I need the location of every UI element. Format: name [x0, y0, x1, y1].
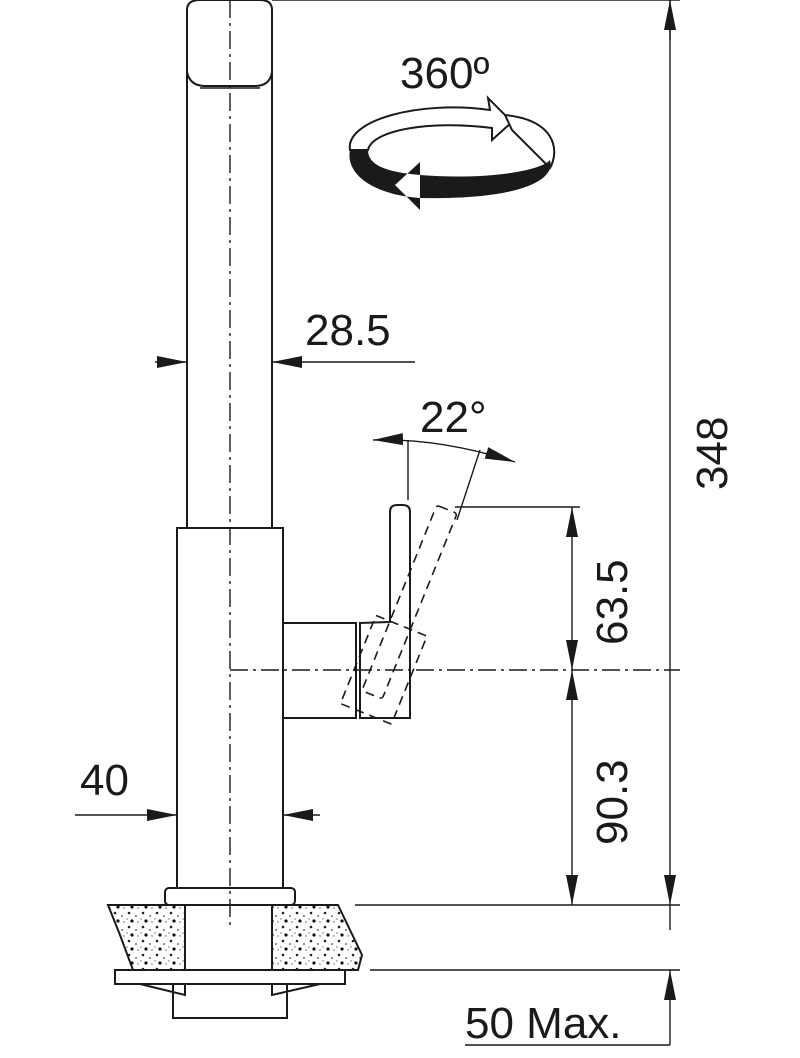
extension-lines — [272, 0, 680, 1046]
countertop — [106, 904, 364, 1019]
lever-handle — [282, 504, 458, 726]
rotation-arrow-icon — [348, 95, 556, 210]
lever-axis-height-label: 90.3 — [588, 759, 637, 845]
lever-angle-dimension — [372, 433, 516, 521]
body-width-label: 40 — [80, 756, 129, 805]
total-height-label: 348 — [688, 417, 737, 490]
lever-height-label: 63.5 — [588, 559, 637, 645]
spout-width-label: 28.5 — [305, 306, 391, 355]
countertop-thickness-label: 50 Max. — [465, 999, 622, 1048]
rotation-label: 360º — [400, 49, 489, 98]
lever-angle-label: 22° — [420, 393, 487, 442]
